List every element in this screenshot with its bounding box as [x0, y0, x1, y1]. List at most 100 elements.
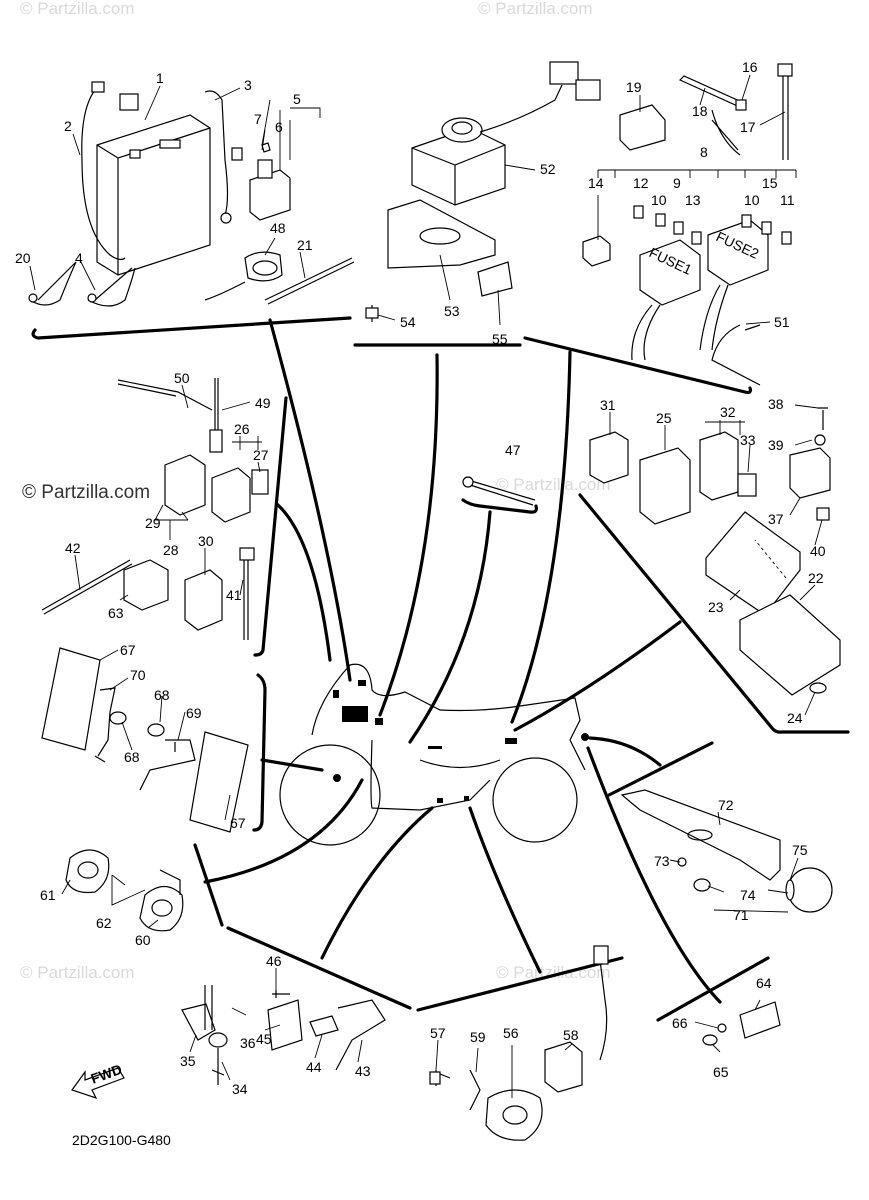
callout-41: 41 — [226, 587, 242, 603]
callout-19: 19 — [626, 79, 642, 95]
callout-62: 62 — [96, 915, 112, 931]
callout-23: 23 — [708, 599, 724, 615]
callout-22: 22 — [808, 570, 824, 586]
callout-28: 28 — [163, 542, 179, 558]
callout-27: 27 — [253, 447, 269, 463]
siren-bracket — [387, 199, 496, 269]
connector-27 — [251, 469, 269, 495]
group-bracket-ecu — [578, 493, 850, 734]
callout-17: 17 — [740, 119, 756, 135]
callout-63: 63 — [108, 605, 124, 621]
battery-band-20 — [29, 261, 77, 306]
callout-54: 54 — [400, 314, 416, 330]
callout-69: 69 — [186, 705, 202, 721]
group-bracket-battery — [31, 316, 352, 340]
cable-tie-17 — [782, 72, 789, 160]
callout-44: 44 — [306, 1059, 322, 1075]
sensor-lead — [599, 959, 608, 1061]
callout-20: 20 — [15, 250, 31, 266]
relay-30 — [184, 569, 223, 631]
group-bracket-reflectors — [252, 673, 267, 832]
callout-60: 60 — [135, 932, 151, 948]
group-bracket-sensors — [416, 956, 624, 1012]
group-bracket-switches — [226, 926, 412, 1010]
leader-lines — [29, 74, 823, 1098]
callout-61: 61 — [40, 887, 56, 903]
band-50 — [117, 379, 213, 411]
callout-11: 11 — [780, 192, 795, 208]
callout-9: 9 — [673, 175, 681, 191]
callout-31: 31 — [600, 397, 616, 413]
callout-47: 47 — [505, 442, 521, 458]
cover-23 — [705, 511, 801, 616]
ecu-22 — [739, 594, 841, 696]
watermark-mid-left: © Partzilla.com — [22, 482, 150, 503]
relay-58 — [544, 1041, 583, 1093]
sensor-56 — [485, 1089, 543, 1141]
ecu-marker — [342, 706, 368, 722]
callout-38: 38 — [768, 396, 784, 412]
callout-50: 50 — [174, 370, 190, 386]
diagram-code: 2D2G100-G480 — [72, 1132, 171, 1148]
connector-lines — [203, 318, 722, 1004]
callout-53: 53 — [444, 303, 460, 319]
bracket-43 — [335, 999, 386, 1071]
cable-tie-41 — [243, 555, 249, 640]
group-bracket-rear — [656, 956, 770, 1022]
bracket-37 — [789, 447, 831, 499]
reflector-67-bottom — [189, 731, 249, 833]
horn-60 — [139, 885, 184, 932]
callout-68a: 68 — [154, 687, 170, 703]
callout-73: 73 — [654, 853, 670, 869]
nut-74 — [693, 878, 711, 892]
connector-33 — [737, 473, 757, 497]
callout-67b: 67 — [230, 815, 246, 831]
relay-32 — [699, 431, 739, 501]
battery-lead-connector — [91, 81, 105, 93]
callout-67a: 67 — [120, 642, 136, 658]
relay-29 — [164, 454, 206, 516]
group-bracket-fuses — [523, 336, 753, 395]
callout-1: 1 — [156, 70, 164, 86]
washer-75 — [785, 879, 795, 901]
bracket-69 — [139, 739, 196, 791]
watermark-mid-center: © Partzilla.com — [496, 475, 611, 494]
callout-59: 59 — [470, 1029, 486, 1045]
callout-70: 70 — [130, 667, 146, 683]
callout-52: 52 — [540, 161, 556, 177]
watermark-bottom-left: © Partzilla.com — [20, 963, 135, 982]
battery-band-4 — [87, 267, 136, 307]
battery-terminal-cover — [119, 93, 139, 111]
switch-44 — [309, 1015, 339, 1037]
battery — [96, 114, 211, 276]
callout-40: 40 — [810, 543, 826, 559]
callout-45: 45 — [256, 1031, 272, 1047]
cable-tie-21 — [264, 257, 355, 305]
bracket-72 — [620, 789, 781, 881]
callout-6: 6 — [275, 119, 283, 135]
callout-66: 66 — [672, 1015, 688, 1031]
callout-35: 35 — [180, 1053, 196, 1069]
callout-14: 14 — [588, 175, 604, 191]
callout-65: 65 — [713, 1064, 729, 1080]
battery-lead-cable — [81, 89, 126, 261]
battery-cable-positive — [204, 90, 229, 216]
reflector-67-top — [41, 647, 101, 751]
bolt-46 — [272, 990, 290, 998]
callout-32: 32 — [720, 404, 736, 420]
callout-5: 5 — [293, 91, 301, 107]
strap-47 — [467, 479, 536, 506]
siren-connector-b — [575, 79, 601, 101]
relay-63 — [123, 559, 169, 611]
callout-42: 42 — [65, 540, 81, 556]
motorcycle-outline — [279, 663, 589, 846]
fuse-box-1 — [639, 239, 701, 306]
group-bracket-relays — [253, 396, 288, 657]
callout-25: 25 — [656, 410, 672, 426]
callout-26: 26 — [234, 421, 250, 437]
siren-cable — [479, 84, 563, 133]
relay-19 — [619, 104, 666, 151]
callout-13: 13 — [685, 192, 701, 208]
callout-30: 30 — [198, 533, 214, 549]
callout-21: 21 — [297, 237, 313, 253]
